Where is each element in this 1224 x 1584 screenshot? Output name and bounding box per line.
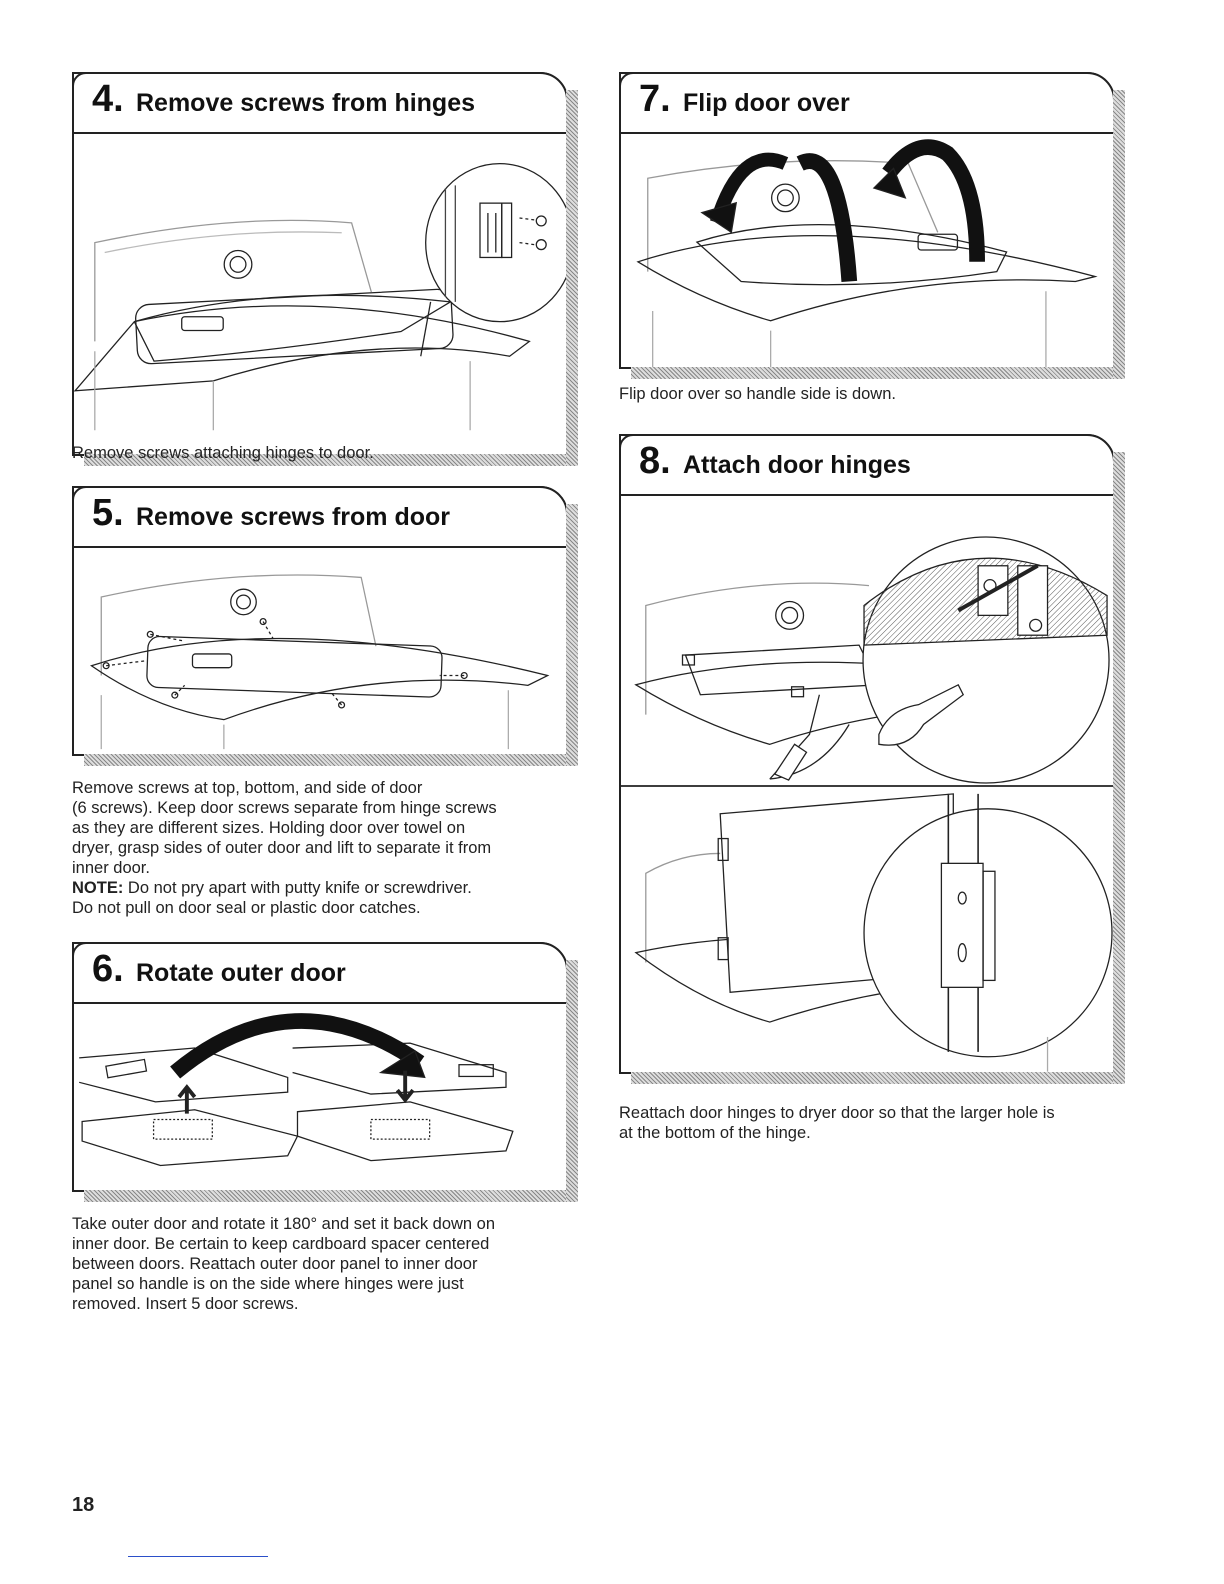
step-6-header: 6. Rotate outer door bbox=[72, 942, 568, 1004]
step-7-panel: 7. Flip door over bbox=[619, 72, 1115, 369]
step-5-title: Remove screws from door bbox=[136, 503, 450, 532]
step-7-header: 7. Flip door over bbox=[619, 72, 1115, 134]
footer-rule bbox=[128, 1556, 268, 1557]
step-7-number: 7. bbox=[639, 78, 671, 121]
step-4-number: 4. bbox=[92, 78, 124, 121]
step-8-illustration bbox=[621, 496, 1113, 1072]
note-label: NOTE: bbox=[72, 879, 123, 897]
step-6-panel: 6. Rotate outer door bbox=[72, 942, 568, 1192]
step-8-title: Attach door hinges bbox=[683, 451, 911, 480]
step-7-illustration bbox=[621, 134, 1113, 367]
step-8-caption: Reattach door hinges to dryer door so th… bbox=[619, 1103, 1055, 1143]
step-8-header: 8. Attach door hinges bbox=[619, 434, 1115, 496]
step-4-illustration bbox=[74, 134, 566, 454]
step-6-number: 6. bbox=[92, 948, 124, 991]
step-5-header: 5. Remove screws from door bbox=[72, 486, 568, 548]
step-4-header: 4. Remove screws from hinges bbox=[72, 72, 568, 134]
step-6-title: Rotate outer door bbox=[136, 959, 346, 988]
page-number: 18 bbox=[72, 1494, 94, 1517]
step-5-caption: Remove screws at top, bottom, and side o… bbox=[72, 778, 497, 918]
step-4-panel: 4. Remove screws from hinges bbox=[72, 72, 568, 456]
step-7-title: Flip door over bbox=[683, 89, 850, 118]
step-6-illustration bbox=[74, 1004, 566, 1190]
step-4-caption: Remove screws attaching hinges to door. bbox=[72, 443, 374, 463]
step-5-illustration bbox=[74, 548, 566, 754]
step-8-number: 8. bbox=[639, 440, 671, 483]
step-6-caption: Take outer door and rotate it 180° and s… bbox=[72, 1214, 495, 1314]
step-5-panel: 5. Remove screws from door bbox=[72, 486, 568, 756]
step-7-caption: Flip door over so handle side is down. bbox=[619, 384, 896, 404]
step-5-number: 5. bbox=[92, 492, 124, 535]
step-8-panel: 8. Attach door hinges bbox=[619, 434, 1115, 1074]
step-4-title: Remove screws from hinges bbox=[136, 89, 475, 118]
